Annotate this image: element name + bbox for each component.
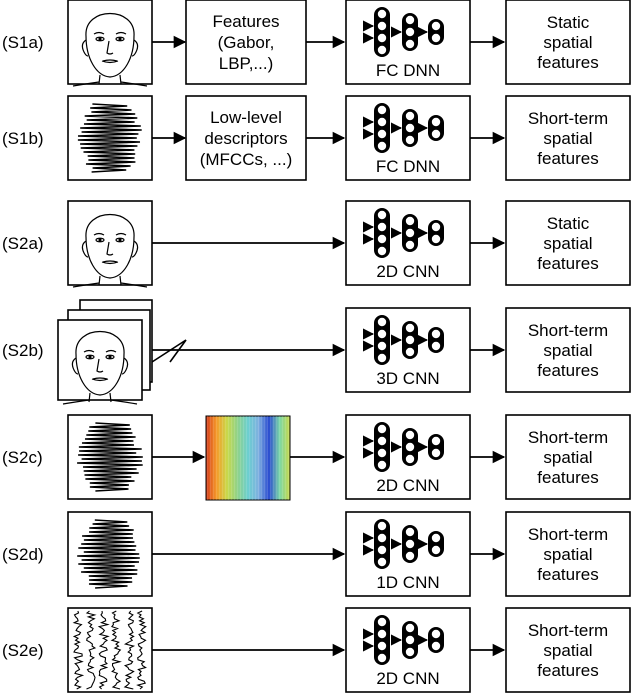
neural-network-icon xyxy=(362,315,444,365)
face-drawing xyxy=(72,214,148,288)
waveform-trace xyxy=(77,422,143,492)
signal-channel-trace xyxy=(136,610,147,690)
model-box: 1D CNN xyxy=(345,511,471,597)
input-face-icon xyxy=(67,0,153,87)
input-waveform-icon xyxy=(67,511,153,597)
row-label: (S2e) xyxy=(2,641,44,660)
model-name: 2D CNN xyxy=(376,669,439,688)
row-label: (S1a) xyxy=(2,33,44,52)
neural-network-icon xyxy=(362,519,444,569)
neural-network-icon xyxy=(362,615,444,665)
model-name: FC DNN xyxy=(376,157,440,176)
model-name: 1D CNN xyxy=(376,573,439,592)
signal-channel-trace xyxy=(85,610,97,690)
model-box: 3D CNN xyxy=(345,307,471,393)
row-label: (S2c) xyxy=(2,448,43,467)
model-box: 2D CNN xyxy=(345,607,471,693)
row-label: (S2a) xyxy=(2,234,44,253)
neural-network-icon xyxy=(362,7,444,57)
pipeline-row-s1a: (S1a) Features(Gabor,LBP,...) FC DNN Static… xyxy=(2,0,631,87)
neural-network-icon xyxy=(362,103,444,153)
row-label: (S1b) xyxy=(2,129,44,148)
row-label: (S2b) xyxy=(2,341,44,360)
spectrogram-image xyxy=(205,415,291,501)
face-drawing xyxy=(62,331,138,405)
row-label: (S2d) xyxy=(2,545,44,564)
model-box: FC DNN xyxy=(345,95,471,181)
signal-channel-trace xyxy=(123,610,136,690)
signal-channel-trace xyxy=(110,610,122,690)
input-waveform-icon xyxy=(67,95,153,181)
feature-extraction-text: Features(Gabor,LBP,...) xyxy=(212,12,279,73)
input-face-stack-icon xyxy=(57,299,187,405)
input-waveform-icon xyxy=(67,414,153,500)
signal-channel-trace xyxy=(97,610,110,690)
signal-channel-trace xyxy=(72,610,85,690)
neural-network-icon xyxy=(362,422,444,472)
feature-extraction-box: Features(Gabor,LBP,...) xyxy=(185,0,307,85)
model-name: 2D CNN xyxy=(376,262,439,281)
waveform-trace xyxy=(77,103,142,173)
input-multichannel-signal-icon xyxy=(67,607,153,693)
model-box: 2D CNN xyxy=(345,414,471,500)
model-name: 2D CNN xyxy=(376,476,439,495)
face-drawing xyxy=(72,13,148,87)
neural-network-icon xyxy=(362,208,444,258)
input-face-icon xyxy=(67,200,153,288)
model-box: FC DNN xyxy=(345,0,471,85)
waveform-trace xyxy=(77,519,140,589)
model-name: 3D CNN xyxy=(376,369,439,388)
model-name: FC DNN xyxy=(376,61,440,80)
model-box: 2D CNN xyxy=(345,200,471,286)
